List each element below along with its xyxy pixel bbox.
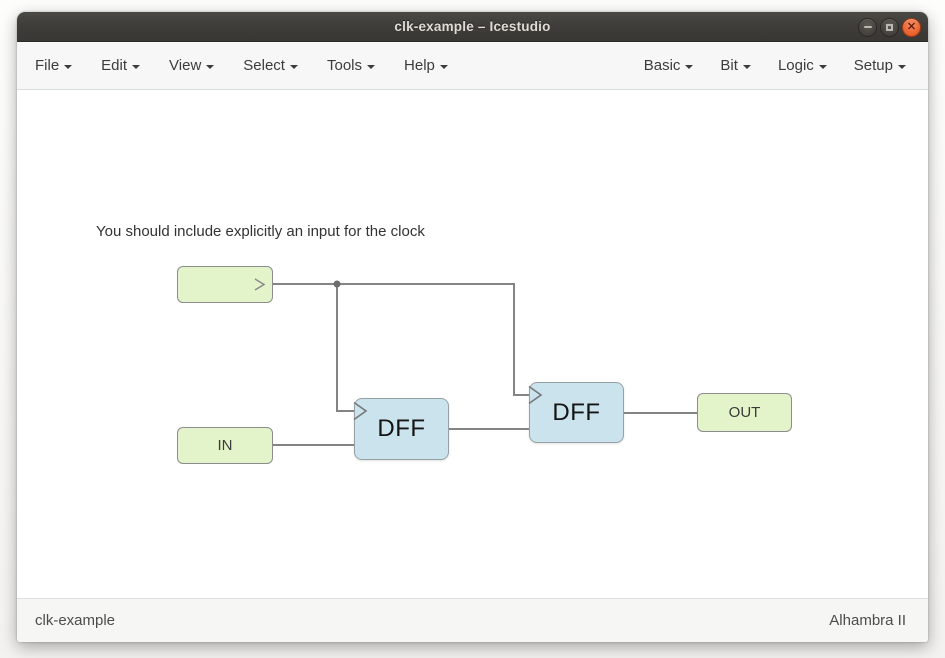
maximize-button[interactable] bbox=[880, 17, 899, 37]
window-title: clk-example – Icestudio bbox=[394, 19, 551, 34]
in-input-block[interactable]: IN bbox=[177, 427, 273, 464]
wires-layer bbox=[254, 278, 697, 446]
chevron-down-icon bbox=[132, 64, 141, 69]
statusbar: clk-example Alhambra II bbox=[17, 598, 928, 642]
dff1-block[interactable]: DFF bbox=[354, 398, 449, 460]
minimize-button[interactable] bbox=[858, 17, 877, 37]
titlebar[interactable]: clk-example – Icestudio ✕ bbox=[17, 12, 928, 42]
dff2-block[interactable]: DFF bbox=[529, 382, 624, 443]
canvas-note: You should include explicitly an input f… bbox=[96, 223, 425, 240]
close-icon: ✕ bbox=[906, 20, 917, 33]
clock-input-block[interactable] bbox=[177, 266, 273, 303]
design-canvas[interactable]: You should include explicitly an input f… bbox=[17, 90, 928, 598]
menu-bit-label: Bit bbox=[720, 57, 738, 74]
project-name: clk-example bbox=[35, 612, 116, 629]
out-output-block[interactable]: OUT bbox=[697, 393, 792, 432]
menu-file-label: File bbox=[35, 57, 60, 74]
out-block-label: OUT bbox=[728, 404, 761, 421]
chevron-down-icon bbox=[898, 64, 906, 69]
menu-logic[interactable]: Logic bbox=[778, 57, 827, 74]
collection-menus: Basic Bit Logic Setup bbox=[644, 57, 906, 74]
dff2-block-label: DFF bbox=[552, 398, 601, 426]
chevron-down-icon bbox=[685, 64, 694, 69]
menu-tools-label: Tools bbox=[326, 57, 363, 74]
menu-select-label: Select bbox=[243, 57, 285, 74]
menu-help[interactable]: Help bbox=[404, 57, 448, 74]
menu-basic[interactable]: Basic bbox=[644, 57, 694, 74]
dff1-block-label: DFF bbox=[377, 415, 426, 442]
wire-junction-dot bbox=[333, 280, 341, 288]
menu-tools[interactable]: Tools bbox=[326, 57, 376, 74]
window-controls: ✕ bbox=[858, 12, 921, 42]
menu-setup-label: Setup bbox=[853, 57, 893, 74]
menu-basic-label: Basic bbox=[643, 57, 681, 74]
board-name: Alhambra II bbox=[829, 612, 906, 629]
main-menus: File Edit View Select Tools bbox=[35, 57, 448, 74]
chevron-down-icon bbox=[206, 64, 215, 69]
wire-clock-to-dff1 bbox=[336, 284, 354, 412]
menu-view[interactable]: View bbox=[169, 57, 215, 74]
in-block-label: IN bbox=[217, 437, 233, 454]
menu-logic-label: Logic bbox=[777, 57, 814, 74]
menu-setup[interactable]: Setup bbox=[854, 57, 906, 74]
icestudio-window: clk-example – Icestudio ✕ File bbox=[17, 12, 928, 642]
menu-edit[interactable]: Edit bbox=[101, 57, 141, 74]
menu-view-label: View bbox=[169, 57, 202, 74]
menu-edit-label: Edit bbox=[101, 57, 128, 74]
chevron-down-icon bbox=[289, 64, 298, 69]
maximize-icon bbox=[886, 23, 893, 31]
menu-file[interactable]: File bbox=[35, 57, 73, 74]
menu-bit[interactable]: Bit bbox=[720, 57, 751, 74]
chevron-down-icon bbox=[818, 64, 827, 69]
chevron-down-icon bbox=[742, 64, 751, 69]
close-button[interactable]: ✕ bbox=[902, 17, 921, 37]
wire-clock-to-dff2 bbox=[273, 283, 529, 396]
chevron-down-icon bbox=[64, 64, 73, 69]
menu-help-label: Help bbox=[404, 57, 435, 74]
menubar: File Edit View Select Tools bbox=[17, 42, 928, 90]
chevron-down-icon bbox=[439, 64, 448, 69]
minimize-icon bbox=[863, 26, 872, 28]
chevron-down-icon bbox=[367, 64, 376, 69]
menu-select[interactable]: Select bbox=[243, 57, 298, 74]
